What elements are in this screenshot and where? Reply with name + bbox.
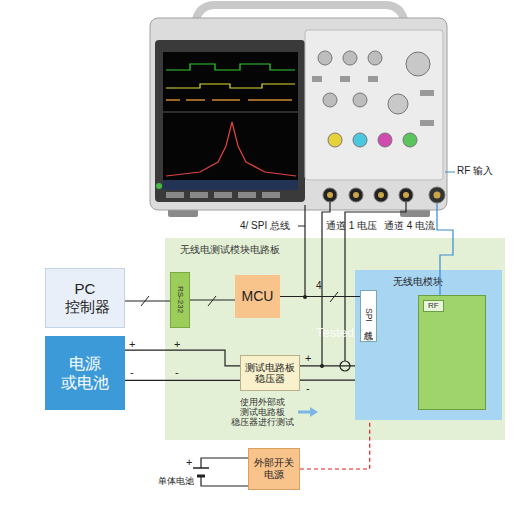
control-knob: [353, 93, 367, 107]
softkey-bar: [163, 180, 298, 190]
digital-trace: [166, 84, 295, 88]
polarity-sign: +: [186, 456, 192, 469]
power-button: [156, 183, 162, 189]
current-probe-wire: [345, 202, 406, 361]
node-text: 电源 或电池: [60, 354, 110, 392]
bnc-connector: [349, 188, 363, 202]
junction-dot: [320, 364, 324, 368]
interface-box: RS-232: [170, 272, 190, 328]
battery-plate: [197, 475, 205, 478]
circuit-board: 无线电测试模块电路板 RS-232 MCU 测试电路板 稳压器 无线电模块 SPI 总线 R…: [165, 238, 505, 440]
current-probe-symbol: [340, 361, 350, 371]
control-panel: [305, 30, 443, 180]
battery-wire: [201, 458, 248, 468]
control-knob: [388, 94, 408, 114]
signal-label: 4/ SPI 总线: [240, 220, 290, 232]
polarity-sign: -: [130, 366, 134, 379]
bus-slash: [330, 292, 338, 302]
wire-connector: [300, 420, 370, 469]
rf-connector: [429, 187, 445, 203]
wire-connector: [190, 299, 235, 300]
control-knob: [406, 52, 430, 76]
panel-button: [368, 76, 378, 82]
rf-pin: [434, 192, 441, 199]
bus-trace: [166, 99, 292, 101]
node-text: PC 控制器: [65, 280, 105, 316]
radio-module: 无线电模块 SPI 总线 RF: [355, 270, 502, 420]
node-text: 外部开关 电源: [252, 457, 296, 481]
node-text: MCU: [242, 288, 274, 305]
channel-label: 通道 1 电压: [326, 220, 377, 232]
node-text: RS-232: [175, 286, 185, 313]
controller-box: PC 控制器: [45, 268, 125, 328]
bus-box: SPI 总线: [360, 290, 377, 342]
mcu-box: MCU: [235, 275, 280, 318]
power-box: 电源 或电池: [45, 336, 125, 410]
battery-wire: [201, 476, 248, 486]
spi-probe-wire: [304, 205, 305, 297]
spectrum-trace: [166, 122, 296, 176]
digital-trace: [166, 64, 295, 70]
panel-button: [340, 76, 350, 82]
note-arrow: [298, 411, 310, 414]
control-knob: [343, 51, 357, 65]
bus-slash: [141, 296, 149, 306]
panel-button: [214, 192, 232, 198]
rf-block: RF: [418, 295, 486, 410]
junction-dot: [303, 295, 307, 299]
bus-slash: [208, 296, 216, 306]
scope-screen: [163, 52, 298, 180]
channel-knob: [403, 133, 417, 147]
part-label: 单体电池: [158, 476, 194, 486]
rf-cable: [437, 203, 453, 295]
wire-connector: [125, 350, 240, 366]
wire-connector: [300, 380, 355, 381]
battery-plate: [193, 467, 209, 469]
wire-connector: [125, 380, 240, 381]
port-label: RF 输入: [457, 165, 493, 177]
polarity-sign: +: [129, 338, 135, 351]
channel-knob: [328, 133, 342, 147]
voltage-probe-wire: [322, 202, 330, 366]
control-knob: [323, 93, 337, 107]
node-text: 测试电路板 稳压器: [245, 362, 295, 385]
bnc-pin: [403, 192, 409, 198]
scope-body: [150, 18, 447, 210]
panel-button: [262, 192, 280, 198]
wire-connector: [125, 300, 170, 301]
panel-button: [166, 192, 184, 198]
screen-divider: [163, 112, 298, 113]
wire-connector: [280, 296, 360, 297]
polarity-sign: -: [187, 476, 191, 489]
bnc-pin: [353, 192, 359, 198]
regulator-box: 测试电路板 稳压器: [240, 355, 300, 391]
bnc-connector: [374, 188, 388, 202]
wire-connector: [300, 365, 355, 366]
leader-line: [298, 226, 305, 227]
panel-button: [312, 76, 322, 82]
channel-knob: [353, 133, 367, 147]
panel-button: [420, 120, 434, 126]
channel-label: 通道 4 电流: [384, 220, 435, 232]
scope-bezel: [155, 40, 305, 202]
panel-button: [420, 90, 434, 96]
control-knob: [318, 51, 332, 65]
leader-line: [445, 172, 455, 173]
bnc-pin: [327, 192, 333, 198]
node-text: 无线电模块: [393, 276, 443, 288]
node-text: RF: [423, 300, 444, 312]
bnc-pin: [378, 192, 384, 198]
control-knob: [368, 51, 382, 65]
note-arrowhead: [310, 407, 318, 417]
supply-box: 外部开关 电源: [248, 448, 300, 490]
channel-knob: [378, 133, 392, 147]
panel-button: [190, 192, 208, 198]
bnc-connector: [323, 188, 337, 202]
bnc-connector: [399, 188, 413, 202]
node-text: SPI 总线: [363, 308, 373, 324]
panel-button: [238, 192, 256, 198]
node-text: 无线电测试模块电路板: [180, 244, 280, 256]
